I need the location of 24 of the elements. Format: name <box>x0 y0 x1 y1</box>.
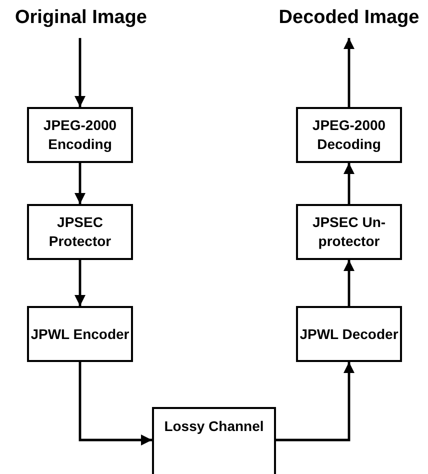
process-box <box>27 107 133 163</box>
arrow <box>276 362 355 442</box>
image-label: Decoded Image <box>278 6 420 30</box>
image-label: Original Image <box>15 6 147 30</box>
box-label: JPSEC Un-protector <box>311 213 387 251</box>
arrow <box>343 163 355 204</box>
process-box <box>152 407 276 474</box>
process-box <box>296 107 402 163</box>
arrow <box>74 260 86 306</box>
process-box <box>296 204 402 260</box>
process-box <box>27 204 133 260</box>
box-label: JPEG-2000 Encoding <box>42 116 118 154</box>
box-label: JPWL Decoder <box>300 324 398 344</box>
arrow <box>343 260 355 306</box>
process-box <box>296 306 402 362</box>
box-label: JPEG-2000 Decoding <box>311 116 387 154</box>
box-label: JPSEC Protector <box>48 213 112 251</box>
box-label: JPWL Encoder <box>30 324 130 344</box>
arrow <box>74 38 86 107</box>
arrow <box>343 38 355 107</box>
box-label: Lossy Channel <box>164 417 264 436</box>
arrow <box>78 362 152 446</box>
process-box <box>27 306 133 362</box>
arrow <box>74 163 86 204</box>
